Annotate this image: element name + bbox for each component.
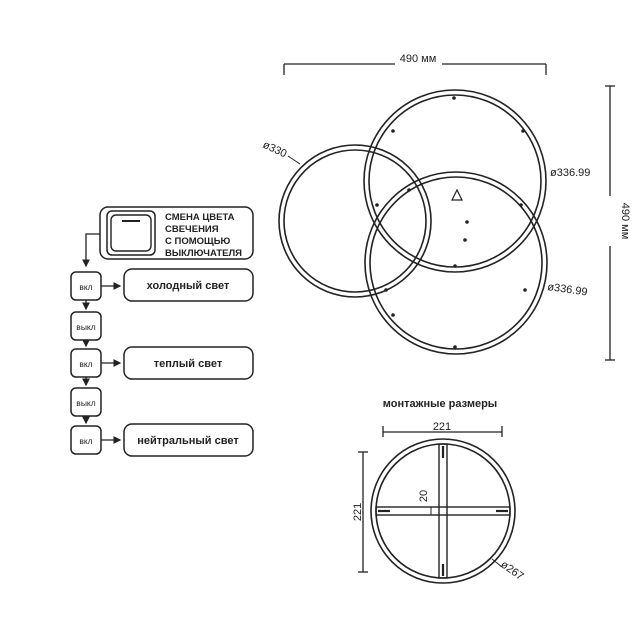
state-label-5: вкл	[79, 436, 92, 446]
switch-info-line3: С ПОМОЩЬЮ	[165, 236, 231, 247]
mounting-points	[375, 96, 527, 349]
mount-cross-bracket	[375, 443, 511, 579]
state-box-4: выкл	[70, 387, 102, 417]
state-box-2: выкл	[70, 311, 102, 341]
ring-small	[278, 144, 432, 298]
state-box-3: вкл	[70, 348, 102, 378]
state-label-2: выкл	[76, 322, 95, 332]
switch-info-line2: СВЕЧЕНИЯ	[165, 224, 219, 235]
mode-box-cold: холодный свет	[123, 268, 254, 302]
mount-dia-label: ø267	[498, 559, 525, 583]
overall-height-label: 490 мм	[619, 203, 631, 240]
switch-info-line1: СМЕНА ЦВЕТА	[165, 212, 235, 223]
mode-label-cold: холодный свет	[147, 280, 230, 292]
mode-box-neutral: нейтральный свет	[123, 423, 254, 457]
state-box-1: вкл	[70, 271, 102, 301]
mode-box-warm: теплый свет	[123, 346, 254, 380]
overall-width-label: 490 мм	[400, 53, 437, 65]
top-view-drawing: 490 мм 490 мм	[261, 53, 631, 361]
mount-ring-inner	[375, 443, 511, 579]
mount-title: монтажные размеры	[383, 398, 497, 410]
mode-label-warm: теплый свет	[154, 358, 223, 370]
mounting-drawing: монтажные размеры 221 221 20 ø267	[352, 398, 526, 584]
mount-inner-label: 20	[418, 490, 430, 502]
mount-height-label: 221	[352, 503, 364, 521]
dia-upper-label: ø336.99	[550, 167, 590, 179]
center-marker-icon	[451, 188, 463, 201]
ring-upper	[363, 89, 547, 273]
mount-ring-outer	[370, 438, 516, 584]
dia-lower-label: ø336.99	[547, 281, 589, 299]
state-label-4: выкл	[76, 398, 95, 408]
dia-small-label: ø330	[261, 139, 289, 160]
state-label-3: вкл	[79, 359, 92, 369]
switch-info-line4: ВЫКЛЮЧАТЕЛЯ	[165, 248, 242, 259]
ring-lower	[364, 171, 548, 355]
mount-width-label: 221	[433, 421, 451, 433]
state-label-1: вкл	[79, 282, 92, 292]
switch-sequence: СМЕНА ЦВЕТА СВЕЧЕНИЯ С ПОМОЩЬЮ ВЫКЛЮЧАТЕ…	[70, 206, 254, 457]
state-box-5: вкл	[70, 425, 102, 455]
mode-label-neutral: нейтральный свет	[137, 435, 239, 447]
switch-info-box	[99, 206, 254, 260]
wall-switch-icon	[106, 210, 156, 256]
